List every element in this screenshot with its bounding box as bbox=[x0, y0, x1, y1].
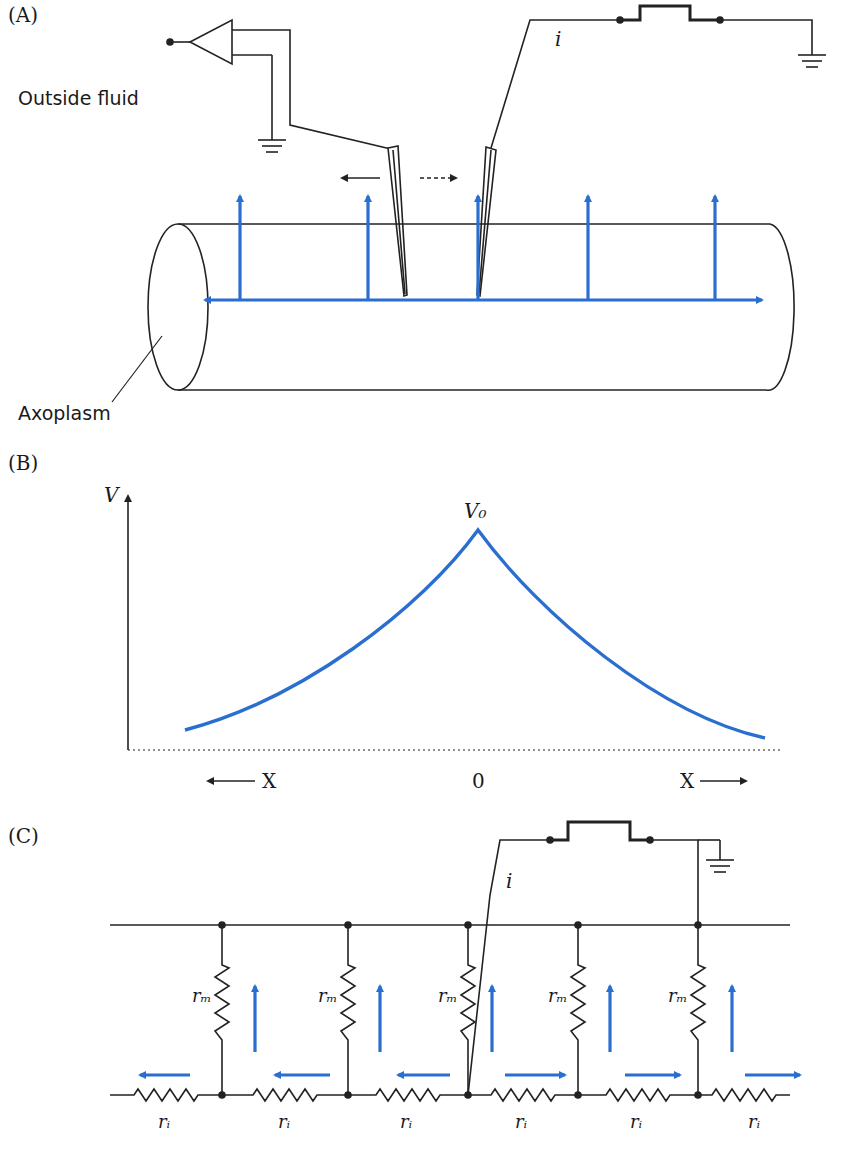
resistor-label: rᵢ bbox=[278, 1112, 290, 1132]
resistor-symbol bbox=[468, 1089, 578, 1101]
resistor-label: rₘ bbox=[438, 986, 458, 1006]
resistor-label: rᵢ bbox=[748, 1112, 760, 1132]
resistor-symbol bbox=[348, 1089, 468, 1101]
panel-letter: (A) bbox=[8, 4, 38, 26]
resistor-symbol bbox=[215, 925, 229, 1095]
resistor-symbol bbox=[110, 1089, 222, 1101]
resistor-label: rᵢ bbox=[515, 1112, 527, 1132]
resistor-label: rᵢ bbox=[158, 1112, 170, 1132]
resistor-symbol bbox=[571, 925, 585, 1095]
resistor-label: rᵢ bbox=[630, 1112, 642, 1132]
resistor-symbol bbox=[222, 1089, 348, 1101]
resistor-label: rₘ bbox=[548, 986, 568, 1006]
resistor-symbol bbox=[461, 925, 475, 1095]
resistor-symbol bbox=[341, 925, 355, 1095]
resistor-label: rᵢ bbox=[400, 1112, 412, 1132]
resistor-label: rₘ bbox=[192, 986, 212, 1006]
region-label: Axoplasm bbox=[18, 403, 111, 424]
resistor-symbol bbox=[698, 1089, 790, 1101]
axis-label: X bbox=[680, 770, 694, 792]
resistor-label: rₘ bbox=[668, 986, 688, 1006]
axis-label: V bbox=[104, 484, 118, 506]
panel-letter: (B) bbox=[8, 452, 38, 474]
resistor-label: rₘ bbox=[318, 986, 338, 1006]
current-label: i bbox=[555, 28, 561, 50]
peak-label: V₀ bbox=[464, 500, 486, 522]
axis-label: 0 bbox=[472, 770, 485, 792]
resistor-symbol bbox=[691, 925, 705, 1095]
resistor-symbol bbox=[578, 1089, 698, 1101]
panel-letter: (C) bbox=[8, 825, 39, 847]
current-label: i bbox=[506, 870, 512, 892]
axis-label: X bbox=[262, 770, 276, 792]
region-label: Outside fluid bbox=[18, 88, 139, 109]
